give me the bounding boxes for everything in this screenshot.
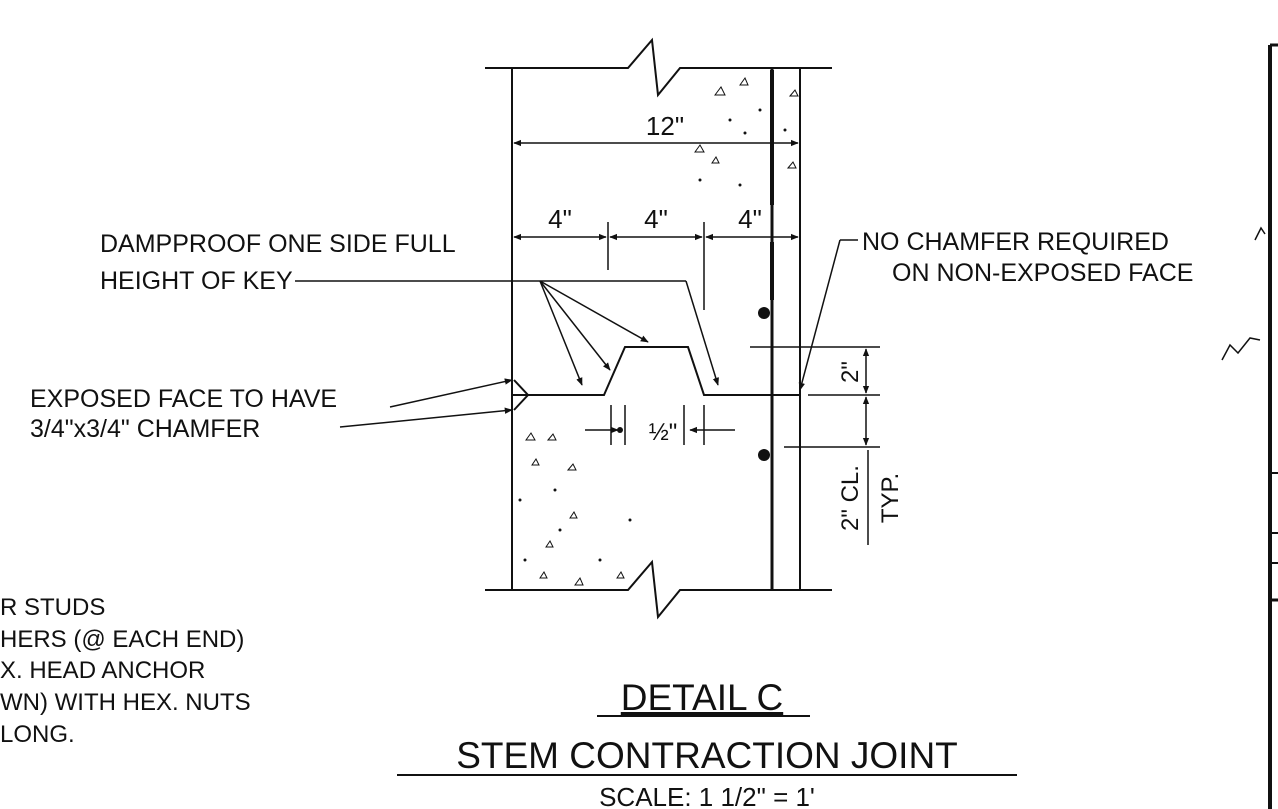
detail-title: DETAIL C bbox=[621, 677, 783, 718]
no-chamfer-note-line1: NO CHAMFER REQUIRED bbox=[862, 228, 1169, 256]
bottom-break-line bbox=[485, 559, 832, 620]
key-gap-label: ½" bbox=[649, 419, 678, 446]
partial-note-line3: X. HEAD ANCHOR bbox=[0, 657, 205, 684]
chamfer-mark bbox=[513, 379, 530, 411]
dampproof-leaders bbox=[295, 280, 719, 386]
dampproof-note-line2: HEIGHT OF KEY bbox=[100, 267, 293, 295]
segment-1-label: 4" bbox=[548, 204, 572, 234]
dampproof-note-line1: DAMPPROOF ONE SIDE FULL bbox=[100, 230, 456, 258]
rebar-upper bbox=[758, 307, 770, 319]
segment-2-label: 4" bbox=[644, 204, 668, 234]
exposed-face-note-line2: 3/4"x3/4" CHAMFER bbox=[30, 415, 260, 443]
detail-scale: SCALE: 1 1/2" = 1' bbox=[599, 782, 815, 809]
clear-cover-typ-label: TYP. bbox=[877, 473, 904, 523]
exposed-face-leaders bbox=[339, 378, 513, 428]
adjacent-detail-border bbox=[1221, 43, 1278, 809]
no-chamfer-leader bbox=[798, 239, 858, 391]
partial-note-line2: HERS (@ EACH END) bbox=[0, 626, 244, 653]
rebar-lower bbox=[758, 449, 770, 461]
joint-key-profile bbox=[512, 346, 800, 396]
segment-3-label: 4" bbox=[738, 204, 762, 234]
wall-outline bbox=[511, 68, 801, 590]
top-break-line bbox=[485, 37, 832, 98]
key-gap-dimension bbox=[585, 405, 735, 445]
detail-subtitle: STEM CONTRACTION JOINT bbox=[456, 735, 958, 776]
clear-cover-label: 2" CL. bbox=[837, 465, 864, 531]
key-gap-dot bbox=[617, 427, 623, 433]
concrete-hatch bbox=[518, 76, 799, 586]
overall-dimension-label: 12" bbox=[646, 111, 684, 141]
key-depth-label: 2" bbox=[837, 361, 864, 383]
no-chamfer-note-line2: ON NON-EXPOSED FACE bbox=[892, 259, 1193, 287]
partial-note-line5: LONG. bbox=[0, 721, 75, 748]
partial-note-line4: WN) WITH HEX. NUTS bbox=[0, 689, 251, 716]
partial-note-line1: R STUDS bbox=[0, 594, 105, 621]
segment-dimensions bbox=[513, 222, 799, 310]
vertical-dimensions bbox=[750, 346, 880, 545]
exposed-face-note-line1: EXPOSED FACE TO HAVE bbox=[30, 385, 337, 413]
